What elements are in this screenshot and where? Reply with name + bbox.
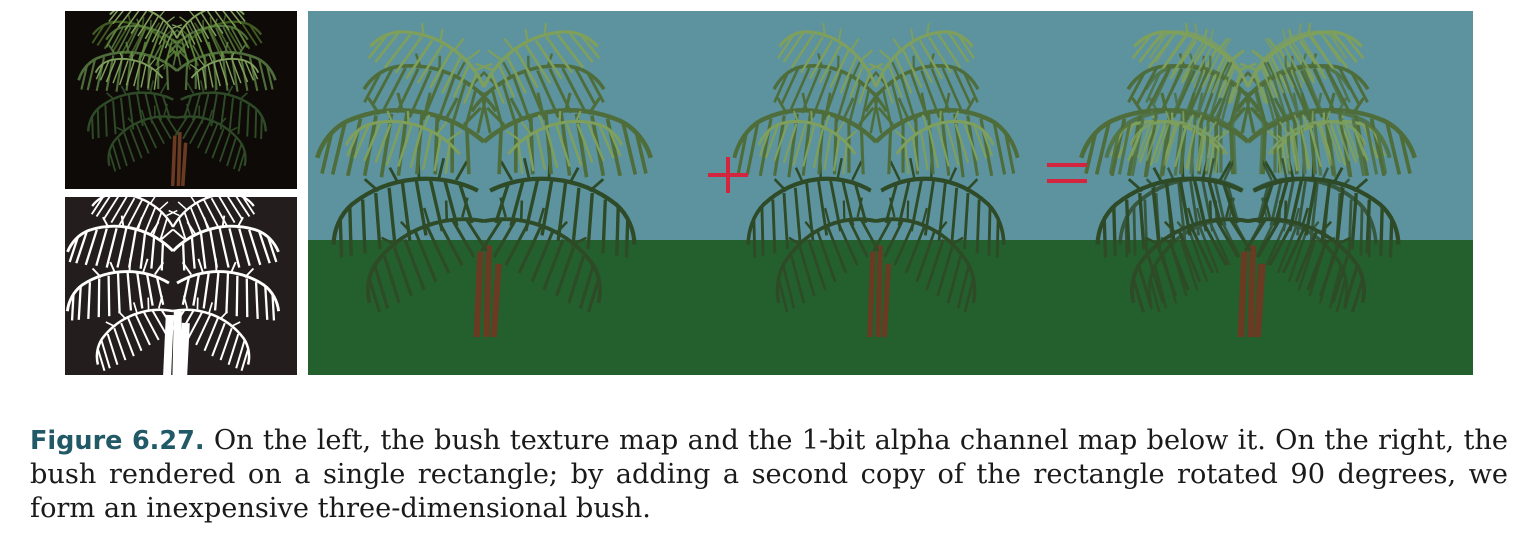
plus-sign: [706, 157, 750, 193]
caption-text: On the left, the bush texture map and th…: [30, 425, 1508, 524]
texture-map-image: [65, 11, 297, 189]
equals-sign: [1046, 159, 1088, 187]
alpha-channel-map-image: [65, 197, 297, 375]
figure-caption: Figure 6.27. On the left, the bush textu…: [30, 424, 1508, 526]
ground: [308, 240, 1473, 375]
rendered-scene-image: [308, 11, 1473, 375]
figure-label: Figure 6.27.: [30, 426, 205, 456]
